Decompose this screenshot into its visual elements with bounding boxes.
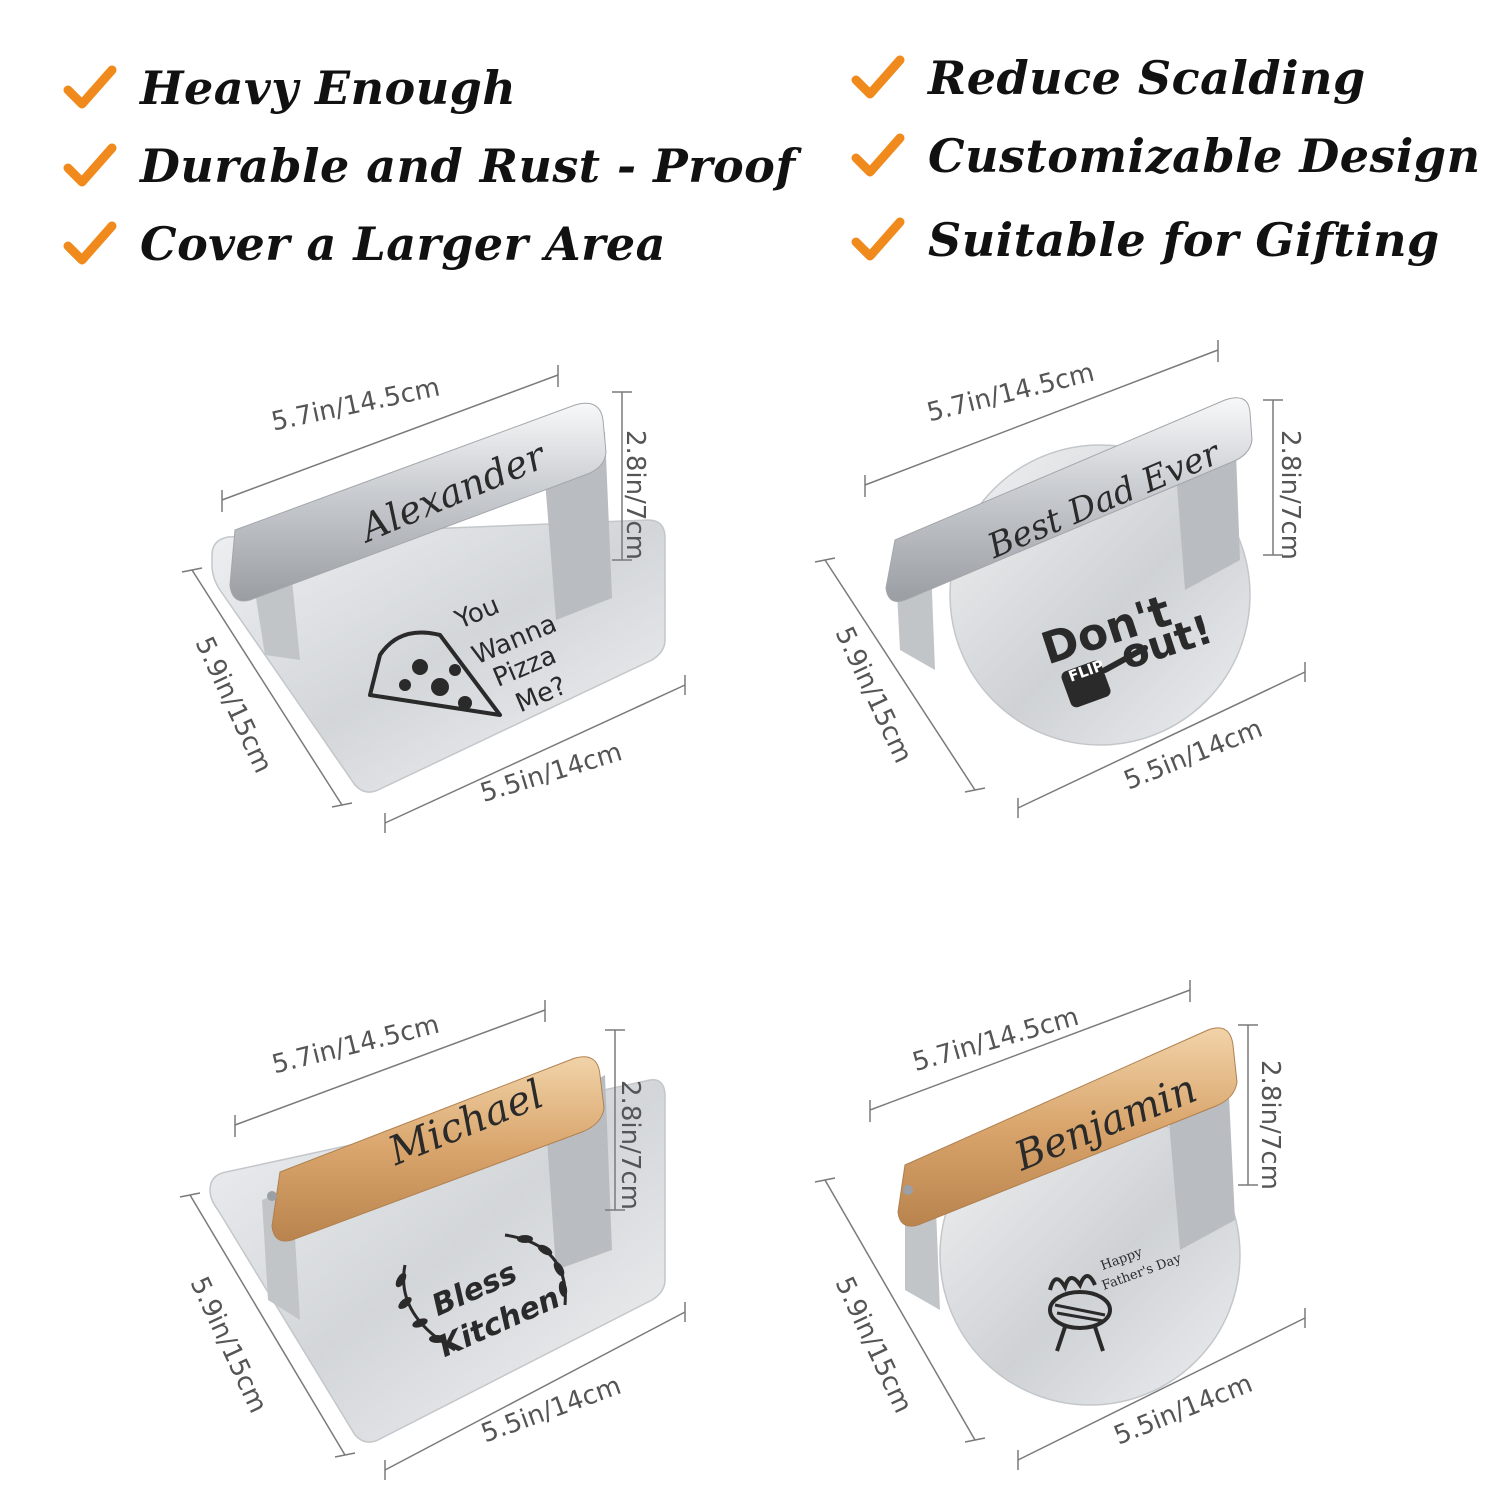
checkmark-icon	[851, 55, 905, 99]
feature-item: Heavy Enough	[62, 60, 516, 116]
pizza-slice-icon	[368, 630, 502, 717]
feature-text: Heavy Enough	[140, 61, 517, 115]
checkmark-icon	[851, 217, 905, 261]
feature-item: Cover a Larger Area	[62, 216, 666, 272]
feature-text: Customizable Design	[928, 129, 1481, 183]
feature-item: Suitable for Gifting	[850, 212, 1440, 268]
dimension-label: 2.8in/7cm	[1254, 1060, 1285, 1190]
checkmark-icon	[63, 143, 117, 187]
burger-press-image	[885, 397, 1253, 746]
feature-item: Durable and Rust - Proof	[62, 138, 796, 194]
laurel-wreath-icon	[395, 1233, 568, 1352]
feature-item: Reduce Scalding	[850, 50, 1366, 106]
product-round-steel: Best Dad Ever Don't FLIP out! 5.7in/14.5…	[814, 340, 1306, 818]
spatula-icon	[1061, 645, 1148, 708]
feature-item: Customizable Design	[850, 128, 1481, 184]
burger-press-image	[209, 1056, 666, 1443]
product-square-wood: Michael Bless Kitchen 5.7in/14.5cm 2.8in…	[179, 1000, 686, 1480]
dimension-lines	[181, 365, 686, 833]
feature-text: Cover a Larger Area	[140, 217, 666, 271]
burger-press-image	[211, 402, 666, 793]
grill-icon	[1048, 1274, 1112, 1352]
feature-text: Reduce Scalding	[928, 51, 1366, 105]
dimension-lines	[814, 340, 1306, 818]
checkmark-icon	[63, 221, 117, 265]
checkmark-icon	[851, 133, 905, 177]
feature-text: Durable and Rust - Proof	[140, 139, 796, 193]
product-square-steel: Alexander You Wanna Pizza Me? 5.7in/14.5…	[0, 0, 750, 833]
dimension-lines	[179, 1000, 686, 1480]
feature-text: Suitable for Gifting	[928, 213, 1440, 267]
checkmark-icon	[63, 65, 117, 109]
